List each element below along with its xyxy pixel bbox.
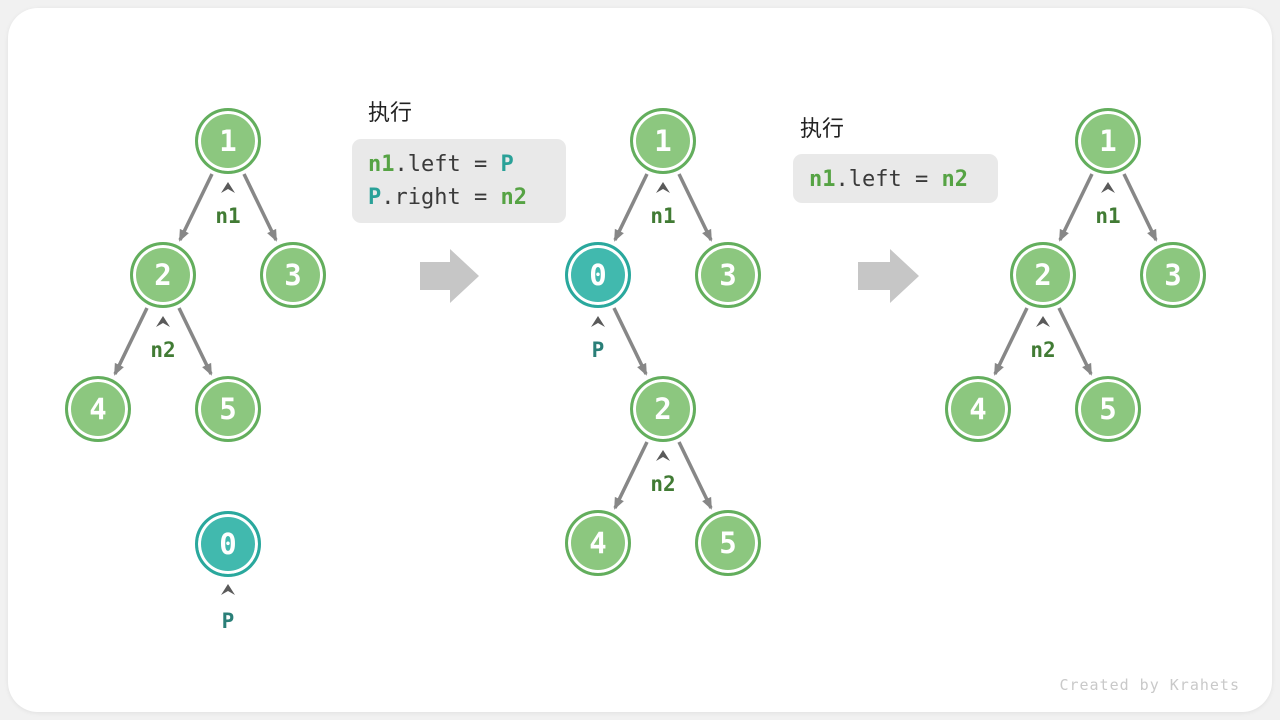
step2-code-block: n1.left = n2 [793, 154, 998, 203]
tree2-node-5: 5 [695, 510, 761, 576]
code-token: .right = [381, 185, 501, 210]
tree1-node-5: 5 [195, 376, 261, 442]
code-token-n2: n2 [941, 167, 968, 192]
tree3-label-n2: n2 [1030, 338, 1056, 362]
step1-code-block: n1.left = P P.right = n2 [352, 139, 566, 223]
tree3-label-n1: n1 [1095, 204, 1121, 228]
tree1-label-p: P [221, 609, 235, 633]
pointer-up-icon [156, 316, 170, 327]
pointer-up-icon [591, 316, 605, 327]
code-token-n1: n1 [809, 167, 836, 192]
tree1-node-p: 0 [195, 511, 261, 577]
pointer-up-icon [221, 182, 235, 193]
tree1-label-n2: n2 [150, 338, 176, 362]
code-line: n1.left = n2 [809, 163, 998, 196]
tree1-node-2: 2 [130, 242, 196, 308]
tree2-label-n1: n1 [650, 204, 676, 228]
tree1-label-n1: n1 [215, 204, 241, 228]
tree3-node-5: 5 [1075, 376, 1141, 442]
diagram-card [8, 8, 1272, 712]
tree2-label-n2: n2 [650, 472, 676, 496]
tree3-node-4: 4 [945, 376, 1011, 442]
tree2-node-p: 0 [565, 242, 631, 308]
tree1-node-3: 3 [260, 242, 326, 308]
tree2-node-1: 1 [630, 108, 696, 174]
tree2-node-3: 3 [695, 242, 761, 308]
code-token: .left = [394, 152, 501, 177]
pointer-up-icon [1101, 182, 1115, 193]
tree2-node-4: 4 [565, 510, 631, 576]
tree3-node-2: 2 [1010, 242, 1076, 308]
tree1-node-4: 4 [65, 376, 131, 442]
pointer-up-icon [656, 182, 670, 193]
code-token-p: P [500, 152, 514, 177]
pointer-up-icon [656, 450, 670, 461]
code-token-p: P [368, 185, 382, 210]
pointer-up-icon [221, 584, 235, 595]
watermark-credit: Created by Krahets [1059, 676, 1240, 694]
code-token-n2: n2 [500, 185, 527, 210]
tree3-node-1: 1 [1075, 108, 1141, 174]
tree3-node-3: 3 [1140, 242, 1206, 308]
tree2-label-p: P [591, 338, 605, 362]
code-token: .left = [835, 167, 942, 192]
step2-heading: 执行 [800, 116, 845, 141]
code-token-n1: n1 [368, 152, 395, 177]
tree1-node-1: 1 [195, 108, 261, 174]
code-line: n1.left = P [368, 148, 566, 181]
pointer-up-icon [1036, 316, 1050, 327]
code-line: P.right = n2 [368, 181, 566, 214]
tree2-node-2: 2 [630, 376, 696, 442]
step1-heading: 执行 [368, 100, 413, 125]
